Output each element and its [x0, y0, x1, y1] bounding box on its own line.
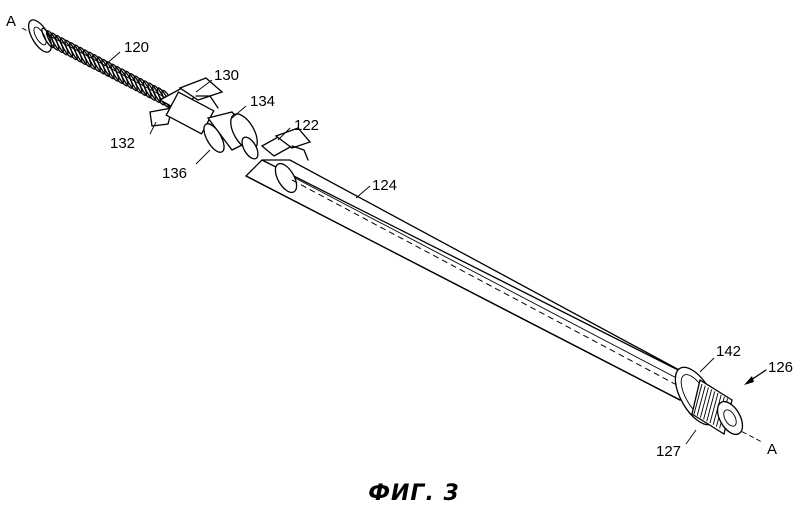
- label-120: 120: [124, 39, 149, 56]
- knurl-line: [693, 383, 703, 415]
- axis-label-a-start: A: [6, 13, 16, 30]
- label-130: 130: [214, 67, 239, 84]
- leader-lines: [103, 51, 767, 445]
- figure-caption: ФИГ. 3: [368, 481, 460, 506]
- label-142: 142: [716, 343, 741, 360]
- main-tube-124: [244, 159, 695, 401]
- label-124: 124: [372, 177, 397, 194]
- knurl-line: [709, 392, 719, 424]
- knurl-line: [699, 387, 709, 418]
- label-122: 122: [294, 117, 319, 134]
- knurl-line: [706, 391, 716, 422]
- label-132: 132: [110, 135, 135, 152]
- knurl-line: [696, 385, 706, 416]
- collar-134: [203, 111, 259, 160]
- knurl-line: [703, 389, 713, 420]
- label-126: 126: [768, 359, 793, 376]
- label-136: 136: [162, 165, 187, 182]
- label-134: 134: [250, 93, 275, 110]
- coil-spring: [41, 27, 175, 111]
- clip-assembly-130: [149, 77, 224, 135]
- spring-rod: [45, 33, 171, 101]
- right-end-fitting: [674, 366, 744, 436]
- label-127: 127: [656, 443, 681, 460]
- axis-label-a-end: A: [767, 441, 777, 458]
